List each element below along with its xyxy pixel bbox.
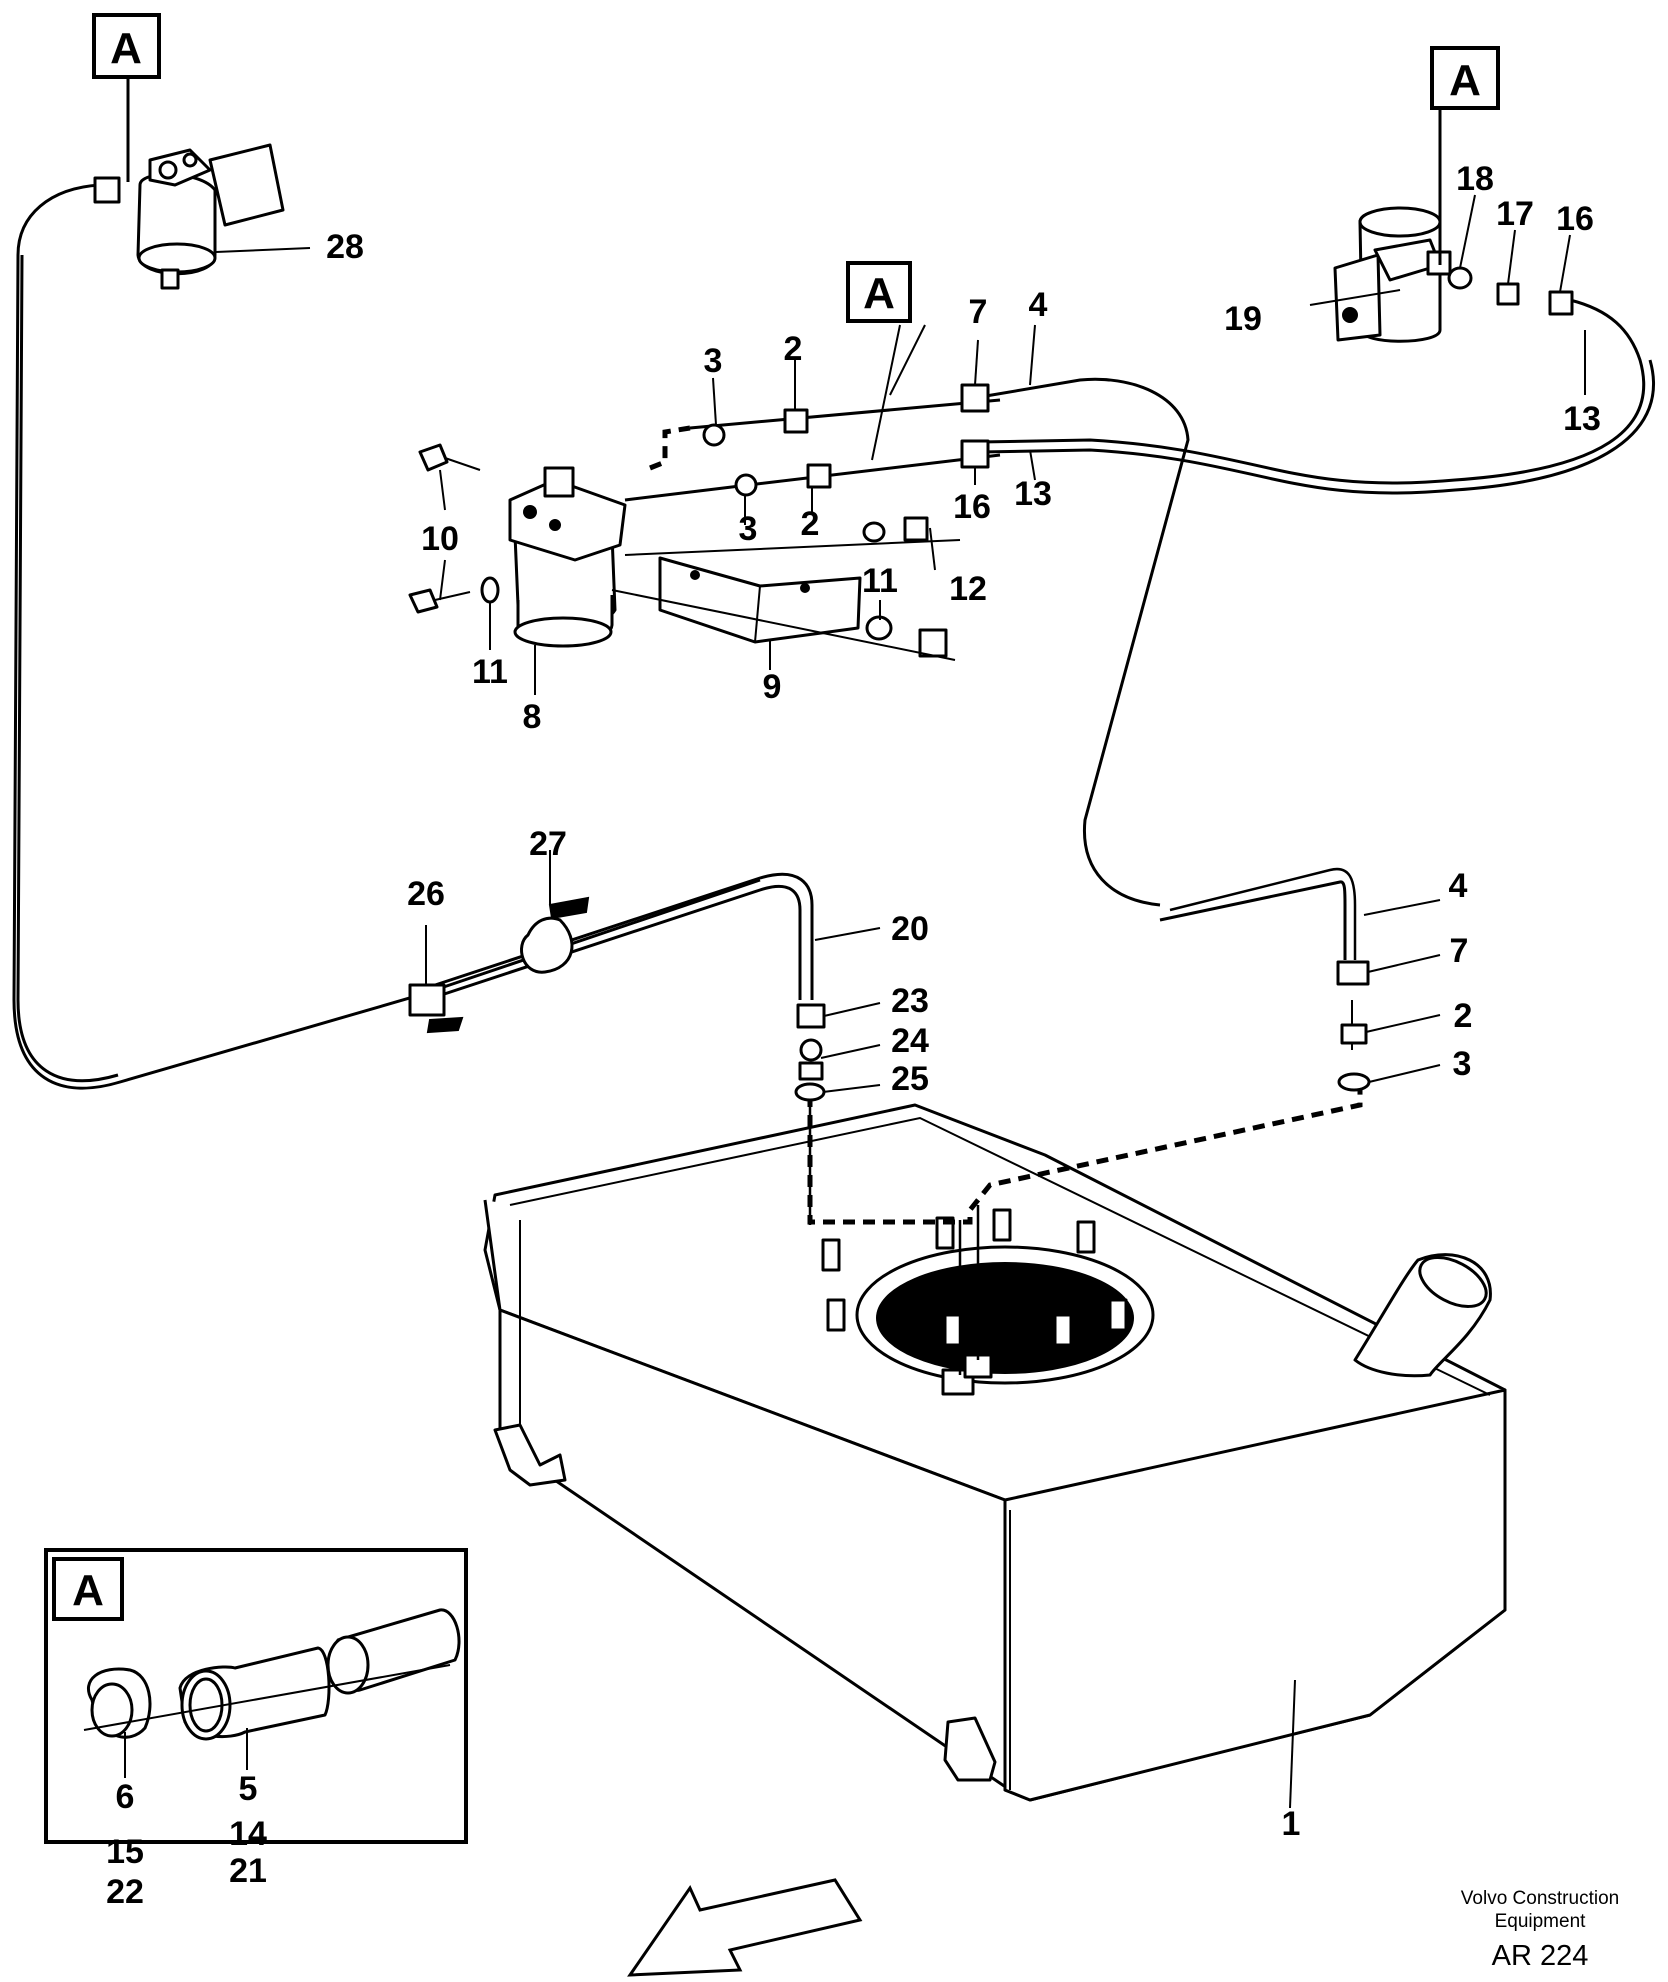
label-11-left: 11 bbox=[472, 653, 508, 691]
inset-detail-a: A bbox=[44, 1548, 468, 1844]
label-14: 14 bbox=[229, 1815, 267, 1853]
label-13-center: 13 bbox=[1014, 475, 1052, 513]
pipe-13-long bbox=[979, 298, 1646, 485]
label-26: 26 bbox=[407, 875, 445, 913]
filter-8-assembly bbox=[408, 443, 961, 661]
pipe-13-long-inner bbox=[979, 359, 1656, 495]
detail-flag-top-right: A bbox=[1430, 46, 1500, 110]
drawing-code: AR 224 bbox=[1492, 1940, 1589, 1972]
dashed-pipe-filter8 bbox=[649, 425, 691, 471]
inset-flag-label: A bbox=[72, 1566, 104, 1615]
label-23: 23 bbox=[891, 982, 929, 1020]
label-13-right: 13 bbox=[1563, 400, 1601, 438]
detail-flag-label: A bbox=[863, 269, 895, 318]
filter-28 bbox=[93, 78, 311, 290]
label-15: 15 bbox=[106, 1833, 144, 1871]
label-7-upper: 7 bbox=[969, 293, 988, 331]
label-5: 5 bbox=[239, 1770, 258, 1808]
detail-flag-center: A bbox=[846, 261, 912, 323]
pipe-4-lower bbox=[1169, 867, 1357, 960]
pipe-4-short bbox=[689, 398, 1001, 430]
label-17: 17 bbox=[1496, 195, 1534, 233]
label-1: 1 bbox=[1282, 1805, 1301, 1843]
label-11-right: 11 bbox=[862, 562, 898, 600]
label-2-lower: 2 bbox=[1454, 997, 1473, 1035]
label-8: 8 bbox=[523, 698, 542, 736]
fittings-23-24-25 bbox=[794, 1002, 881, 1102]
label-28: 28 bbox=[326, 228, 364, 266]
tank-studs bbox=[821, 1208, 1128, 1347]
label-4-lower: 4 bbox=[1449, 867, 1468, 905]
label-12: 12 bbox=[949, 570, 987, 608]
pipe-4-upper bbox=[979, 377, 1190, 907]
label-20: 20 bbox=[891, 910, 929, 948]
label-27: 27 bbox=[529, 825, 567, 863]
label-4-upper: 4 bbox=[1029, 286, 1048, 324]
direction-arrow bbox=[627, 1878, 863, 1977]
label-2-upper: 2 bbox=[784, 330, 803, 368]
fuel-tank bbox=[483, 1103, 1507, 1802]
label-3-lower: 3 bbox=[1453, 1045, 1472, 1083]
pipe-4-lower-inner bbox=[1159, 880, 1347, 960]
pipe-20-inner bbox=[419, 884, 802, 1004]
label-3-mid: 3 bbox=[739, 510, 758, 548]
leader-lines bbox=[439, 194, 1586, 1809]
label-19: 19 bbox=[1224, 300, 1262, 338]
detail-flag-top-left: A bbox=[92, 13, 161, 79]
label-2-mid: 2 bbox=[801, 505, 820, 543]
fittings-7-2-3-lower bbox=[1336, 954, 1441, 1092]
label-9: 9 bbox=[763, 668, 782, 706]
pipe-20 bbox=[419, 872, 814, 1000]
label-16-right: 16 bbox=[1556, 200, 1594, 238]
label-6: 6 bbox=[116, 1778, 135, 1816]
label-18: 18 bbox=[1456, 160, 1494, 198]
label-24: 24 bbox=[891, 1022, 929, 1060]
pump-19 bbox=[1333, 110, 1574, 343]
label-16-center: 16 bbox=[953, 488, 991, 526]
part-number-labels: 1 2 2 2 3 3 3 4 4 5 6 7 7 8 9 10 11 11 1… bbox=[106, 160, 1601, 1911]
label-7-lower: 7 bbox=[1450, 932, 1469, 970]
footer-block: Volvo Construction Equipment AR 224 bbox=[1461, 1888, 1619, 1972]
label-10: 10 bbox=[421, 520, 459, 558]
return-pipe-left-inner bbox=[16, 254, 119, 1083]
label-21: 21 bbox=[229, 1852, 267, 1890]
manufacturer-line-1: Volvo Construction bbox=[1461, 1888, 1619, 1909]
return-pipe-left bbox=[12, 183, 761, 1090]
label-3-upper: 3 bbox=[704, 342, 723, 380]
detail-flag-label: A bbox=[110, 24, 142, 73]
manufacturer-line-2: Equipment bbox=[1495, 1911, 1587, 1932]
detail-flag-label: A bbox=[1449, 56, 1481, 105]
label-22: 22 bbox=[106, 1873, 144, 1911]
clamps-26-27 bbox=[408, 850, 590, 1034]
label-25: 25 bbox=[891, 1060, 929, 1098]
fittings-center-line bbox=[702, 383, 990, 497]
